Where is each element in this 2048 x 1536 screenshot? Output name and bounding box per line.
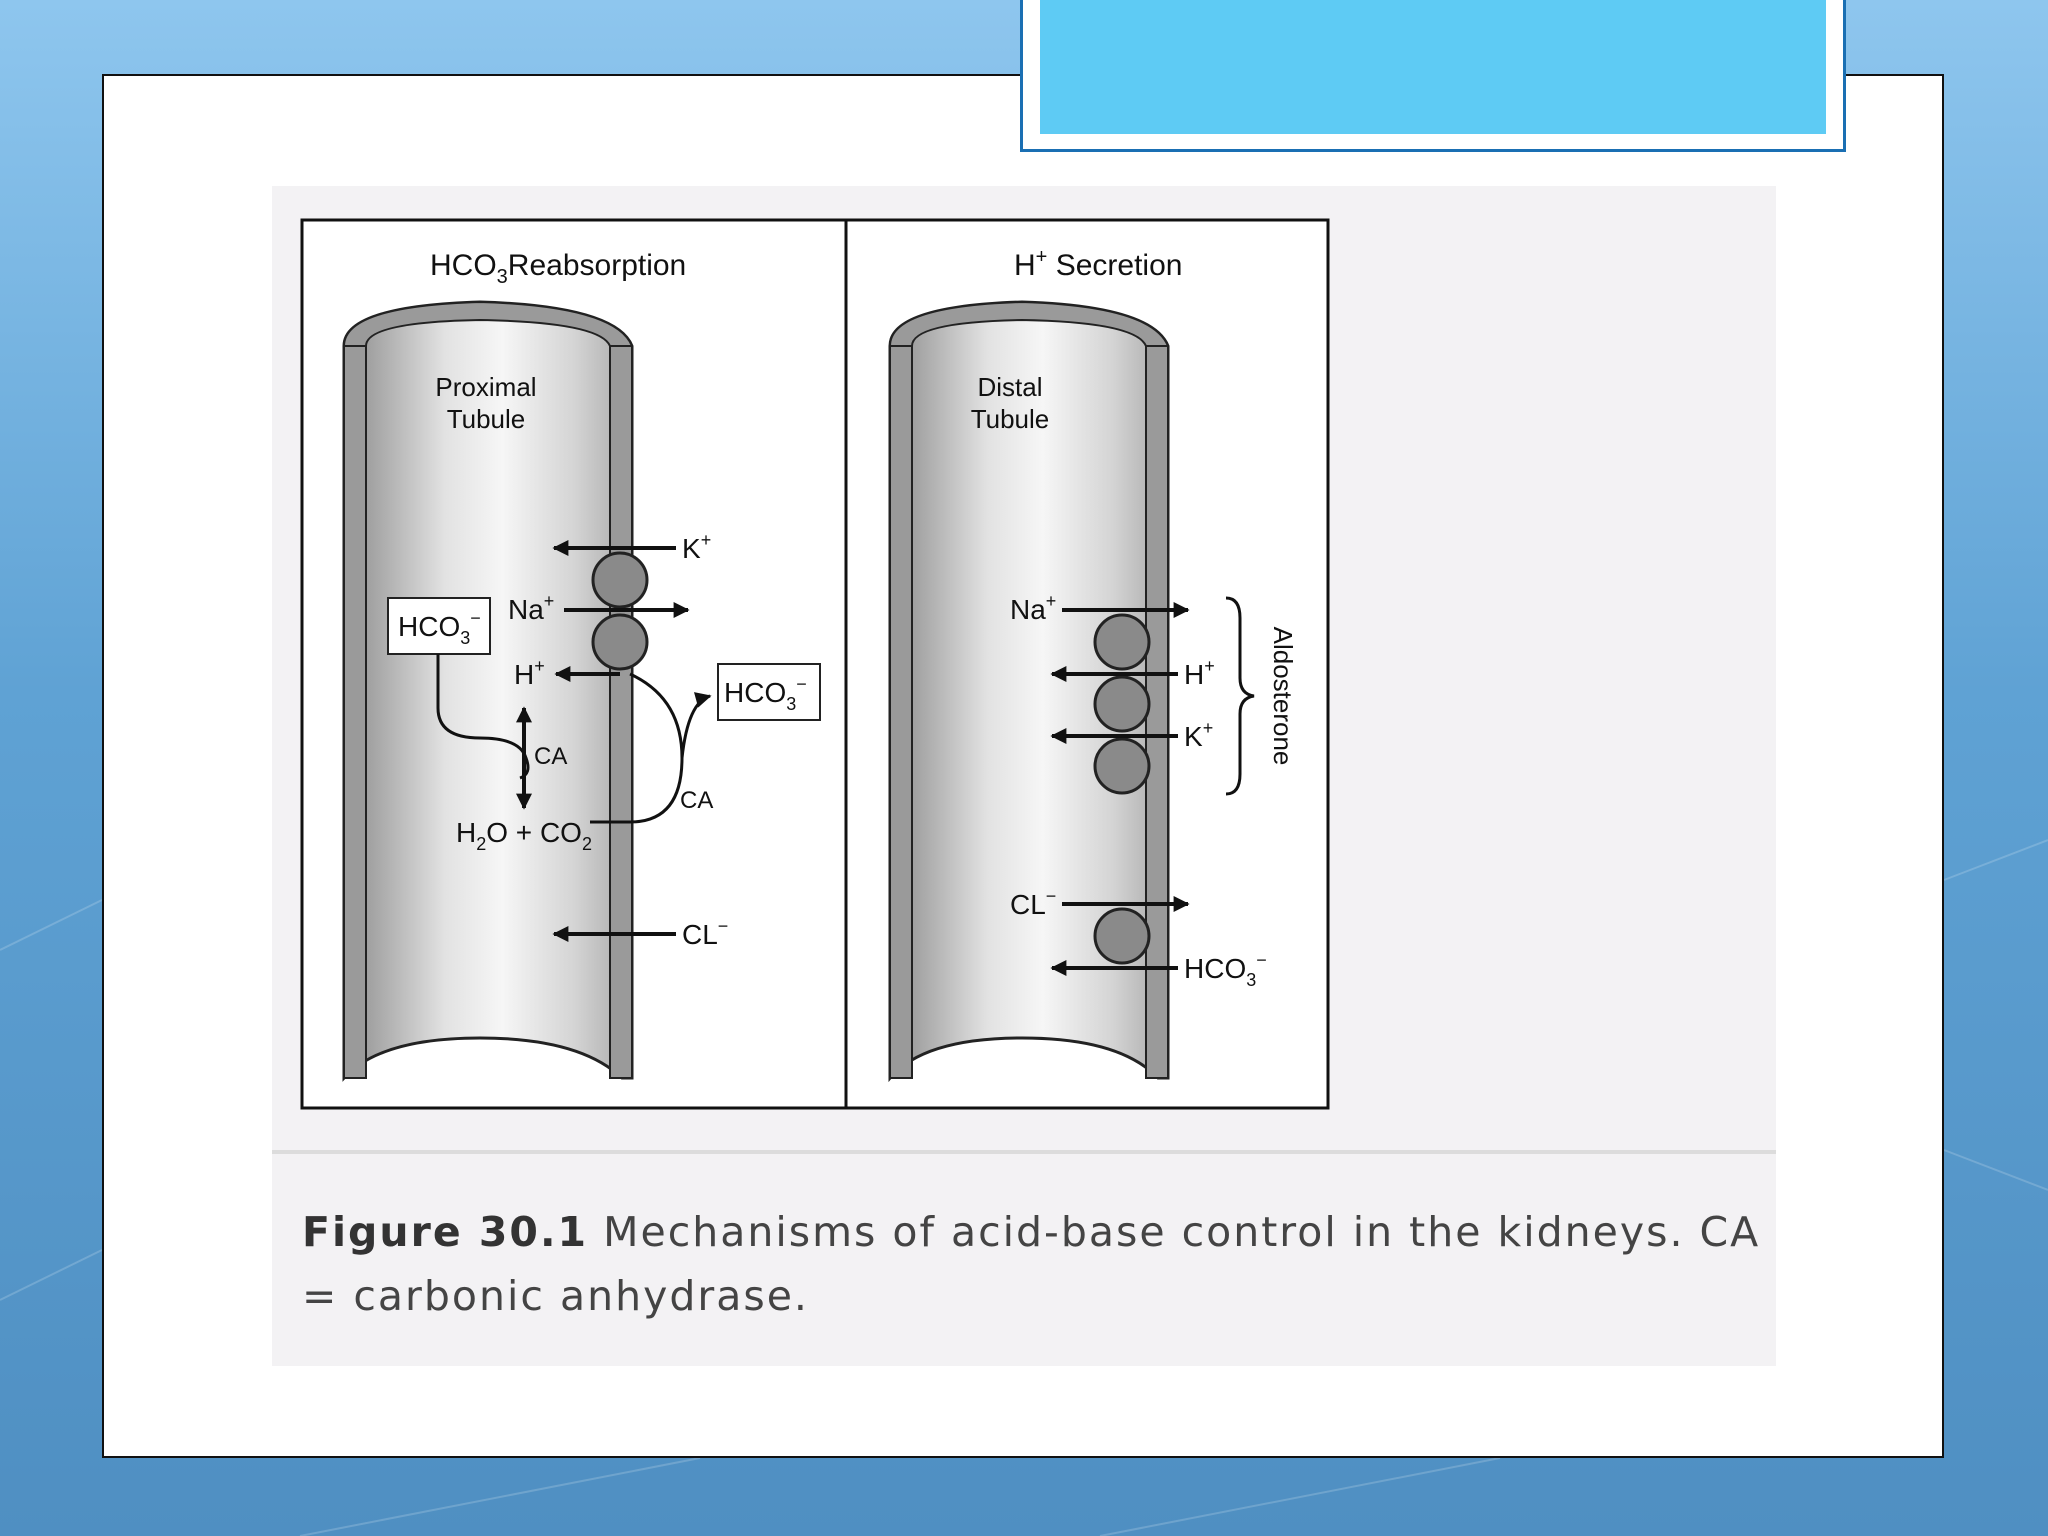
na-ion-label: Na+ <box>508 591 554 625</box>
h-ion-label: H+ <box>514 656 545 690</box>
kidney-acid-base-diagram: HCO3Reabsorption Proximal Tubule K+ Na+ … <box>300 218 1330 1110</box>
proximal-tubule <box>342 300 634 1082</box>
hco3-exit-arrow <box>680 692 712 759</box>
right-panel: H+ Secretion Distal Tubule Na+ H+ K+ Ald… <box>888 246 1298 1083</box>
proximal-tubule-label-2: Tubule <box>447 404 526 434</box>
aldosterone-brace <box>1225 596 1255 796</box>
cl-ion-label-distal: CL− <box>1010 886 1056 920</box>
distal-tubule-label-1: Distal <box>977 372 1042 402</box>
na-ion-label-distal: Na+ <box>1010 591 1056 625</box>
hco3-ion-label-distal: HCO3− <box>1184 950 1267 990</box>
transporter-na <box>1093 613 1151 671</box>
figure-caption: Figure 30.1 Mechanisms of acid-base cont… <box>302 1200 1762 1328</box>
transporter-k-distal <box>1093 737 1151 795</box>
figure-divider <box>272 1150 1776 1154</box>
k-ion-label: K+ <box>682 530 711 564</box>
title-placeholder <box>1040 0 1826 134</box>
cl-ion-label: CL− <box>682 916 728 950</box>
ca-label-lumen: CA <box>534 743 567 770</box>
hco3-cell-pathway <box>590 672 684 824</box>
proximal-tubule-label-1: Proximal <box>435 372 536 402</box>
transporter-na-h <box>591 613 649 671</box>
hco3-label-interstitial: HCO3− <box>724 674 807 714</box>
left-panel-title: HCO3Reabsorption <box>430 249 686 288</box>
h2o-co2-label: H2O + CO2 <box>456 817 592 854</box>
distal-tubule-label-2: Tubule <box>971 404 1050 434</box>
distal-tubule <box>888 300 1170 1083</box>
h-ion-label-distal: H+ <box>1184 656 1215 690</box>
k-ion-label-distal: K+ <box>1184 718 1213 752</box>
aldosterone-label: Aldosterone <box>1268 627 1298 766</box>
hco3-label-lumen: HCO3− <box>398 608 481 648</box>
transporter-cl-hco3 <box>1093 907 1151 965</box>
figure-label: Figure 30.1 <box>302 1208 589 1256</box>
left-panel: HCO3Reabsorption Proximal Tubule K+ Na+ … <box>342 249 821 1082</box>
transporter-h <box>1093 675 1151 733</box>
hco3-box-lumen <box>387 597 491 655</box>
ca-label-cell: CA <box>680 787 713 814</box>
transporter-k <box>591 551 649 609</box>
figure-caption-text: Mechanisms of acid-base control in the k… <box>302 1208 1761 1320</box>
hco3-box-interstitial <box>717 663 821 721</box>
